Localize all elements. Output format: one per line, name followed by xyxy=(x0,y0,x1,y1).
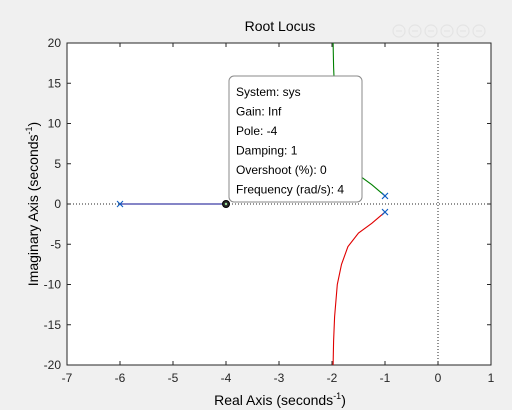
y-tick-label: -20 xyxy=(44,358,62,372)
y-axis-label-superscript: -1 xyxy=(24,126,34,134)
x-tick-label: -7 xyxy=(62,371,73,385)
data-tip-line: Overshoot (%): 0 xyxy=(236,163,327,177)
selected-point-center xyxy=(224,202,228,206)
x-tick-label: 0 xyxy=(435,371,442,385)
y-tick-label: 5 xyxy=(54,157,61,171)
y-axis-label: Imaginary Axis (seconds-1) xyxy=(24,122,41,286)
x-tick-label: -2 xyxy=(327,371,338,385)
x-axis-label-text: Real Axis (seconds xyxy=(214,392,333,408)
y-tick-label: -15 xyxy=(44,318,62,332)
save-icon[interactable] xyxy=(392,24,406,38)
axes-toolbar[interactable] xyxy=(392,24,486,38)
x-ticks: -7 -6 -5 -4 -3 -2 -1 0 1 xyxy=(62,43,495,385)
pole-marker xyxy=(381,192,389,200)
x-tick-label: -1 xyxy=(380,371,391,385)
locus-branch-3 xyxy=(332,211,386,366)
y-tick-label: 10 xyxy=(48,117,62,131)
y-ticks: -20 -15 -10 -5 0 5 10 15 20 xyxy=(44,36,491,372)
y-axis-label-suffix: ) xyxy=(25,122,41,127)
x-tick-label: -4 xyxy=(221,371,232,385)
y-tick-label: 20 xyxy=(48,36,62,50)
x-tick-label: -3 xyxy=(274,371,285,385)
pan-icon[interactable] xyxy=(424,24,438,38)
x-tick-label: -6 xyxy=(115,371,126,385)
open-loop-poles xyxy=(116,192,389,216)
home-icon[interactable] xyxy=(472,24,486,38)
y-tick-label: -5 xyxy=(50,237,61,251)
y-tick-label: -10 xyxy=(44,278,62,292)
zoom-out-icon[interactable] xyxy=(456,24,470,38)
data-tip-line: Pole: -4 xyxy=(236,124,278,138)
y-tick-label: 0 xyxy=(54,197,61,211)
x-axis-label: Real Axis (seconds-1) xyxy=(214,391,346,408)
brush-icon[interactable] xyxy=(408,24,422,38)
data-tip-line: Gain: Inf xyxy=(236,105,282,119)
x-tick-label: -5 xyxy=(168,371,179,385)
data-tip-box xyxy=(228,75,363,203)
data-tip-line: Damping: 1 xyxy=(236,144,298,158)
pole-marker xyxy=(381,208,389,216)
x-axis-label-suffix: ) xyxy=(341,392,346,408)
x-axis-label-superscript: -1 xyxy=(333,391,341,401)
y-axis-label-text: Imaginary Axis (seconds xyxy=(25,134,41,286)
chart-title: Root Locus xyxy=(245,18,316,34)
data-tip-line: System: sys xyxy=(236,85,301,99)
pole-marker xyxy=(116,200,124,208)
zoom-in-icon[interactable] xyxy=(440,24,454,38)
data-tip-line: Frequency (rad/s): 4 xyxy=(236,183,344,197)
y-tick-label: 15 xyxy=(48,76,62,90)
x-tick-label: 1 xyxy=(488,371,495,385)
